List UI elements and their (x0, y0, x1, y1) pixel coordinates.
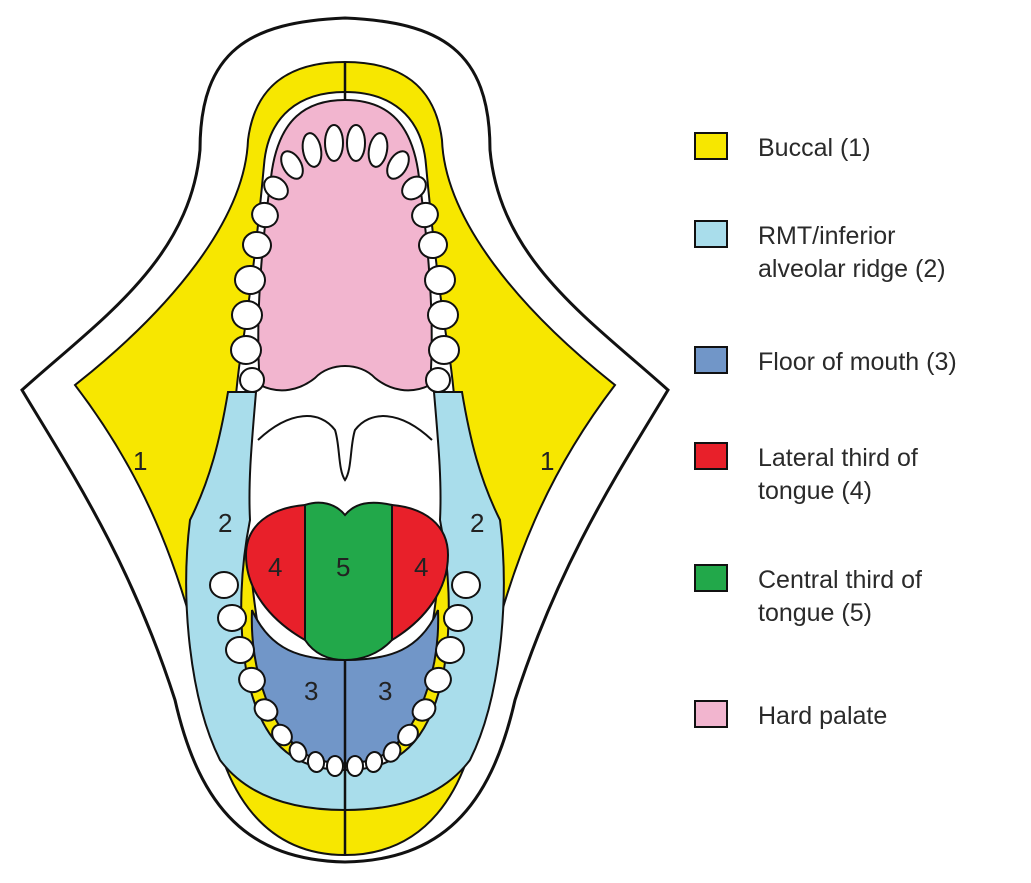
tooth-shape (429, 336, 459, 364)
legend-item-buccal: Buccal (1) (694, 132, 871, 165)
legend-label-buccal: Buccal (1) (758, 132, 871, 165)
legend-item-palate: Hard palate (694, 700, 887, 733)
legend-label-rmt: RMT/inferior alveolar ridge (2) (758, 220, 946, 286)
tooth-shape (347, 756, 363, 776)
legend-label-central: Central third of tongue (5) (758, 564, 922, 630)
label-floor-left: 3 (304, 676, 318, 706)
legend-item-central: Central third of tongue (5) (694, 564, 922, 630)
label-buccal-right: 1 (540, 446, 554, 476)
label-central: 5 (336, 552, 350, 582)
label-floor-right: 3 (378, 676, 392, 706)
tooth-shape (210, 572, 238, 598)
tooth-shape (347, 125, 365, 161)
tooth-shape (218, 605, 247, 632)
tooth-shape (452, 572, 480, 598)
label-lateral-right: 4 (414, 552, 428, 582)
label-rmt-right: 2 (470, 508, 484, 538)
label-buccal-left: 1 (133, 446, 147, 476)
legend-swatch-central (694, 564, 728, 592)
tooth-shape (232, 300, 263, 329)
tooth-shape (240, 368, 264, 392)
tooth-shape (325, 125, 343, 161)
tooth-shape (426, 368, 450, 392)
hard-palate (258, 100, 431, 390)
tooth-shape (428, 300, 459, 329)
legend-swatch-palate (694, 700, 728, 728)
legend-swatch-buccal (694, 132, 728, 160)
legend-item-floor: Floor of mouth (3) (694, 346, 957, 379)
legend-swatch-lateral (694, 442, 728, 470)
legend-swatch-floor (694, 346, 728, 374)
legend-swatch-rmt (694, 220, 728, 248)
label-lateral-left: 4 (268, 552, 282, 582)
tooth-shape (231, 336, 261, 364)
legend-label-lateral: Lateral third of tongue (4) (758, 442, 918, 508)
label-rmt-left: 2 (218, 508, 232, 538)
legend-label-palate: Hard palate (758, 700, 887, 733)
legend-item-rmt: RMT/inferior alveolar ridge (2) (694, 220, 946, 286)
legend-item-lateral: Lateral third of tongue (4) (694, 442, 918, 508)
tooth-shape (327, 756, 343, 776)
legend-label-floor: Floor of mouth (3) (758, 346, 957, 379)
tooth-shape (444, 605, 473, 632)
